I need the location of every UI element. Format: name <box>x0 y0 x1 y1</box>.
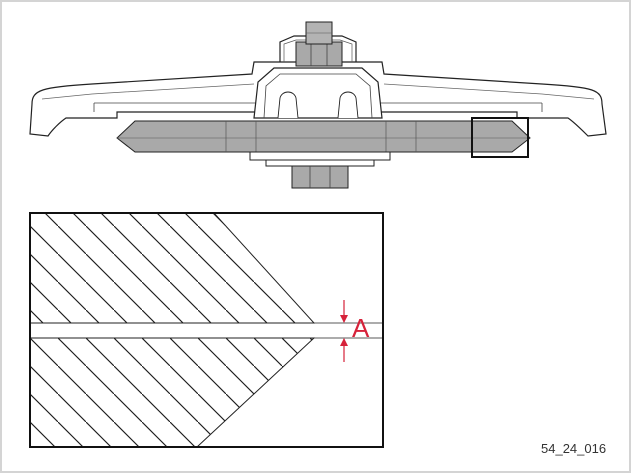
figure-reference-code: 54_24_016 <box>541 441 607 456</box>
dimension-label: A <box>352 313 370 343</box>
blade-section-upper <box>30 213 316 324</box>
lower-nut <box>291 165 349 189</box>
dimension-arrow-icon <box>340 300 348 362</box>
detail-marker-box <box>471 117 529 158</box>
blade-section-lower <box>30 337 316 447</box>
detail-frame <box>29 212 384 448</box>
blade-assembly-drawing <box>29 21 607 189</box>
